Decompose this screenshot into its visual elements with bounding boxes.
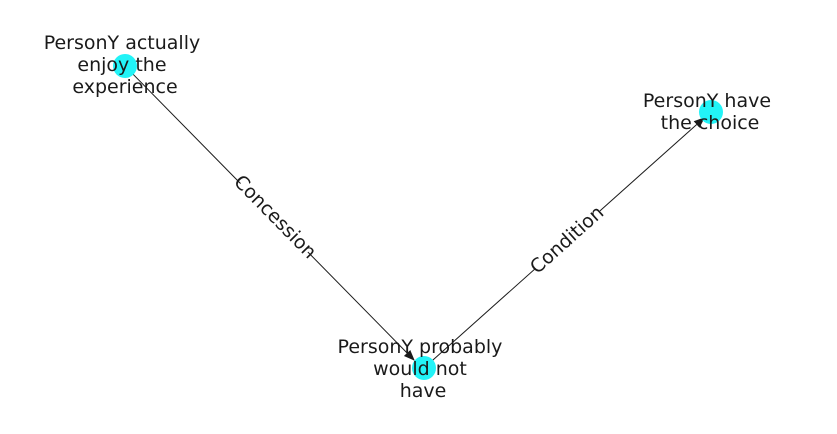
edge-concession: Concession (124, 65, 415, 361)
node-label-line: have (400, 380, 447, 402)
node-circle-personY-enjoy[interactable] (113, 54, 137, 78)
node-circle-personY-choice[interactable] (699, 100, 723, 124)
edge-label-concession: Concession (229, 171, 320, 263)
node-label-line: PersonY actually (44, 32, 201, 54)
svg-text:PersonY have the choice: PersonY have the choice (643, 90, 777, 134)
node-label-personY-enjoy: PersonY actually enjoy the experience (44, 32, 207, 98)
node-label-line: the choice (661, 112, 760, 134)
svg-text:PersonY actually enjoy t: PersonY actually enjoy the experience (44, 32, 207, 98)
node-label-personY-would-not-have: PersonY probably would not have (338, 336, 509, 402)
edge-label-background (525, 200, 609, 280)
edge-condition: Condition (423, 117, 705, 369)
node-label-line: would not (373, 358, 467, 380)
node-circle-personY-would-not-have[interactable] (412, 356, 436, 380)
node-label-line: PersonY probably (338, 336, 503, 358)
node-label-line: enjoy the (77, 54, 166, 76)
edge-label-background (232, 173, 318, 261)
edge-label-condition: Condition (526, 202, 608, 279)
node-label-line: experience (72, 76, 177, 98)
svg-text:PersonY probably would n: PersonY probably would not have (338, 336, 509, 402)
node-label-personY-choice: PersonY have the choice (643, 90, 777, 134)
node-label-line: PersonY have (643, 90, 771, 112)
